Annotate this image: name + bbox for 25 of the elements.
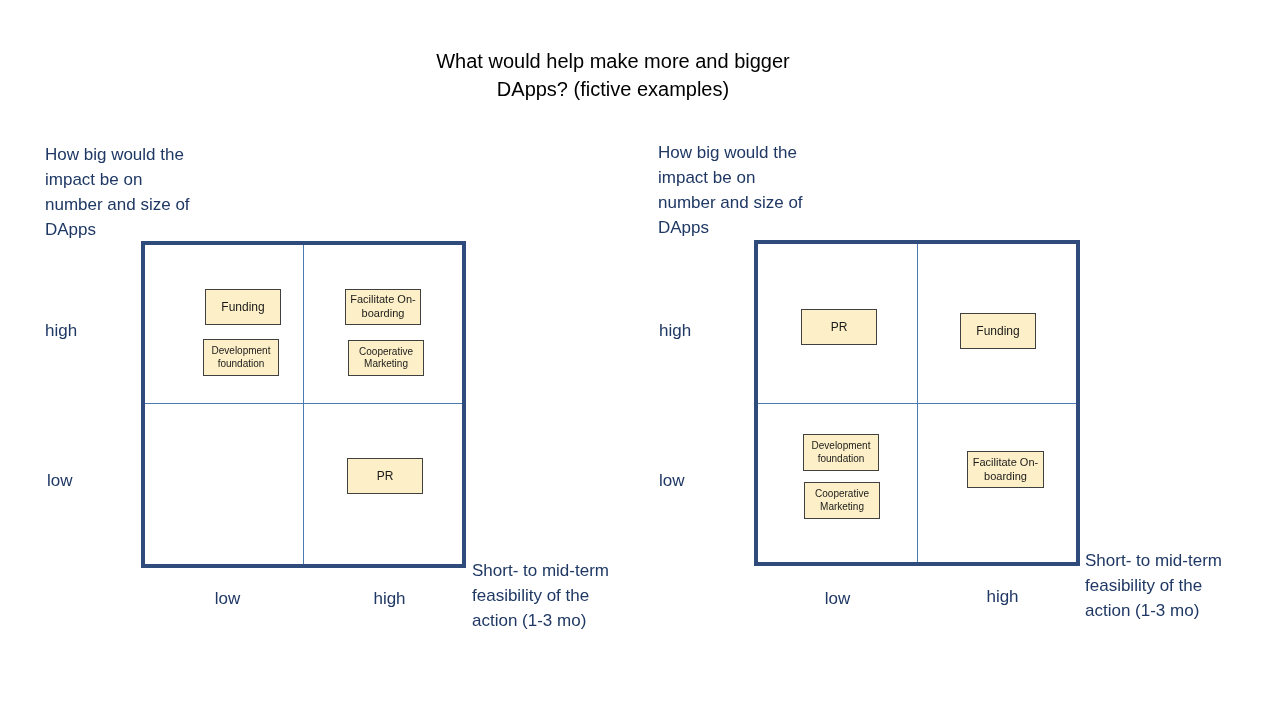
axis-tick-label: high [45, 320, 79, 342]
axis-title: How big would the impact be on number and size of DApps [45, 144, 191, 241]
axis-tick-label: high [372, 588, 407, 610]
item-card: Development foundation [803, 434, 879, 471]
axis-title: How big would the impact be on number and size of DApps [658, 142, 804, 239]
item-card: Facilitate On- boarding [967, 451, 1044, 488]
item-card: Funding [205, 289, 281, 325]
item-card: Cooperative Marketing [348, 340, 424, 376]
item-card: Funding [960, 313, 1036, 349]
item-card: Development foundation [203, 339, 279, 376]
diagram-title: What would help make more and bigger DApps? (fictive examples) [435, 49, 791, 102]
axis-title: Short- to mid-term feasibility of the action (1-3 mo) [1085, 550, 1223, 622]
axis-tick-label: low [823, 588, 852, 610]
axis-tick-label: low [47, 470, 74, 492]
item-card: Facilitate On- boarding [345, 289, 421, 325]
item-card: PR [801, 309, 877, 345]
axis-title: Short- to mid-term feasibility of the action (1-3 mo) [472, 560, 610, 632]
item-card: PR [347, 458, 423, 494]
matrix-frame [754, 240, 1080, 566]
item-card: Cooperative Marketing [804, 482, 880, 519]
matrix-frame [141, 241, 466, 568]
axis-tick-label: low [213, 588, 242, 610]
axis-tick-label: high [985, 586, 1020, 608]
axis-tick-label: low [659, 470, 686, 492]
axis-tick-label: high [659, 320, 693, 342]
